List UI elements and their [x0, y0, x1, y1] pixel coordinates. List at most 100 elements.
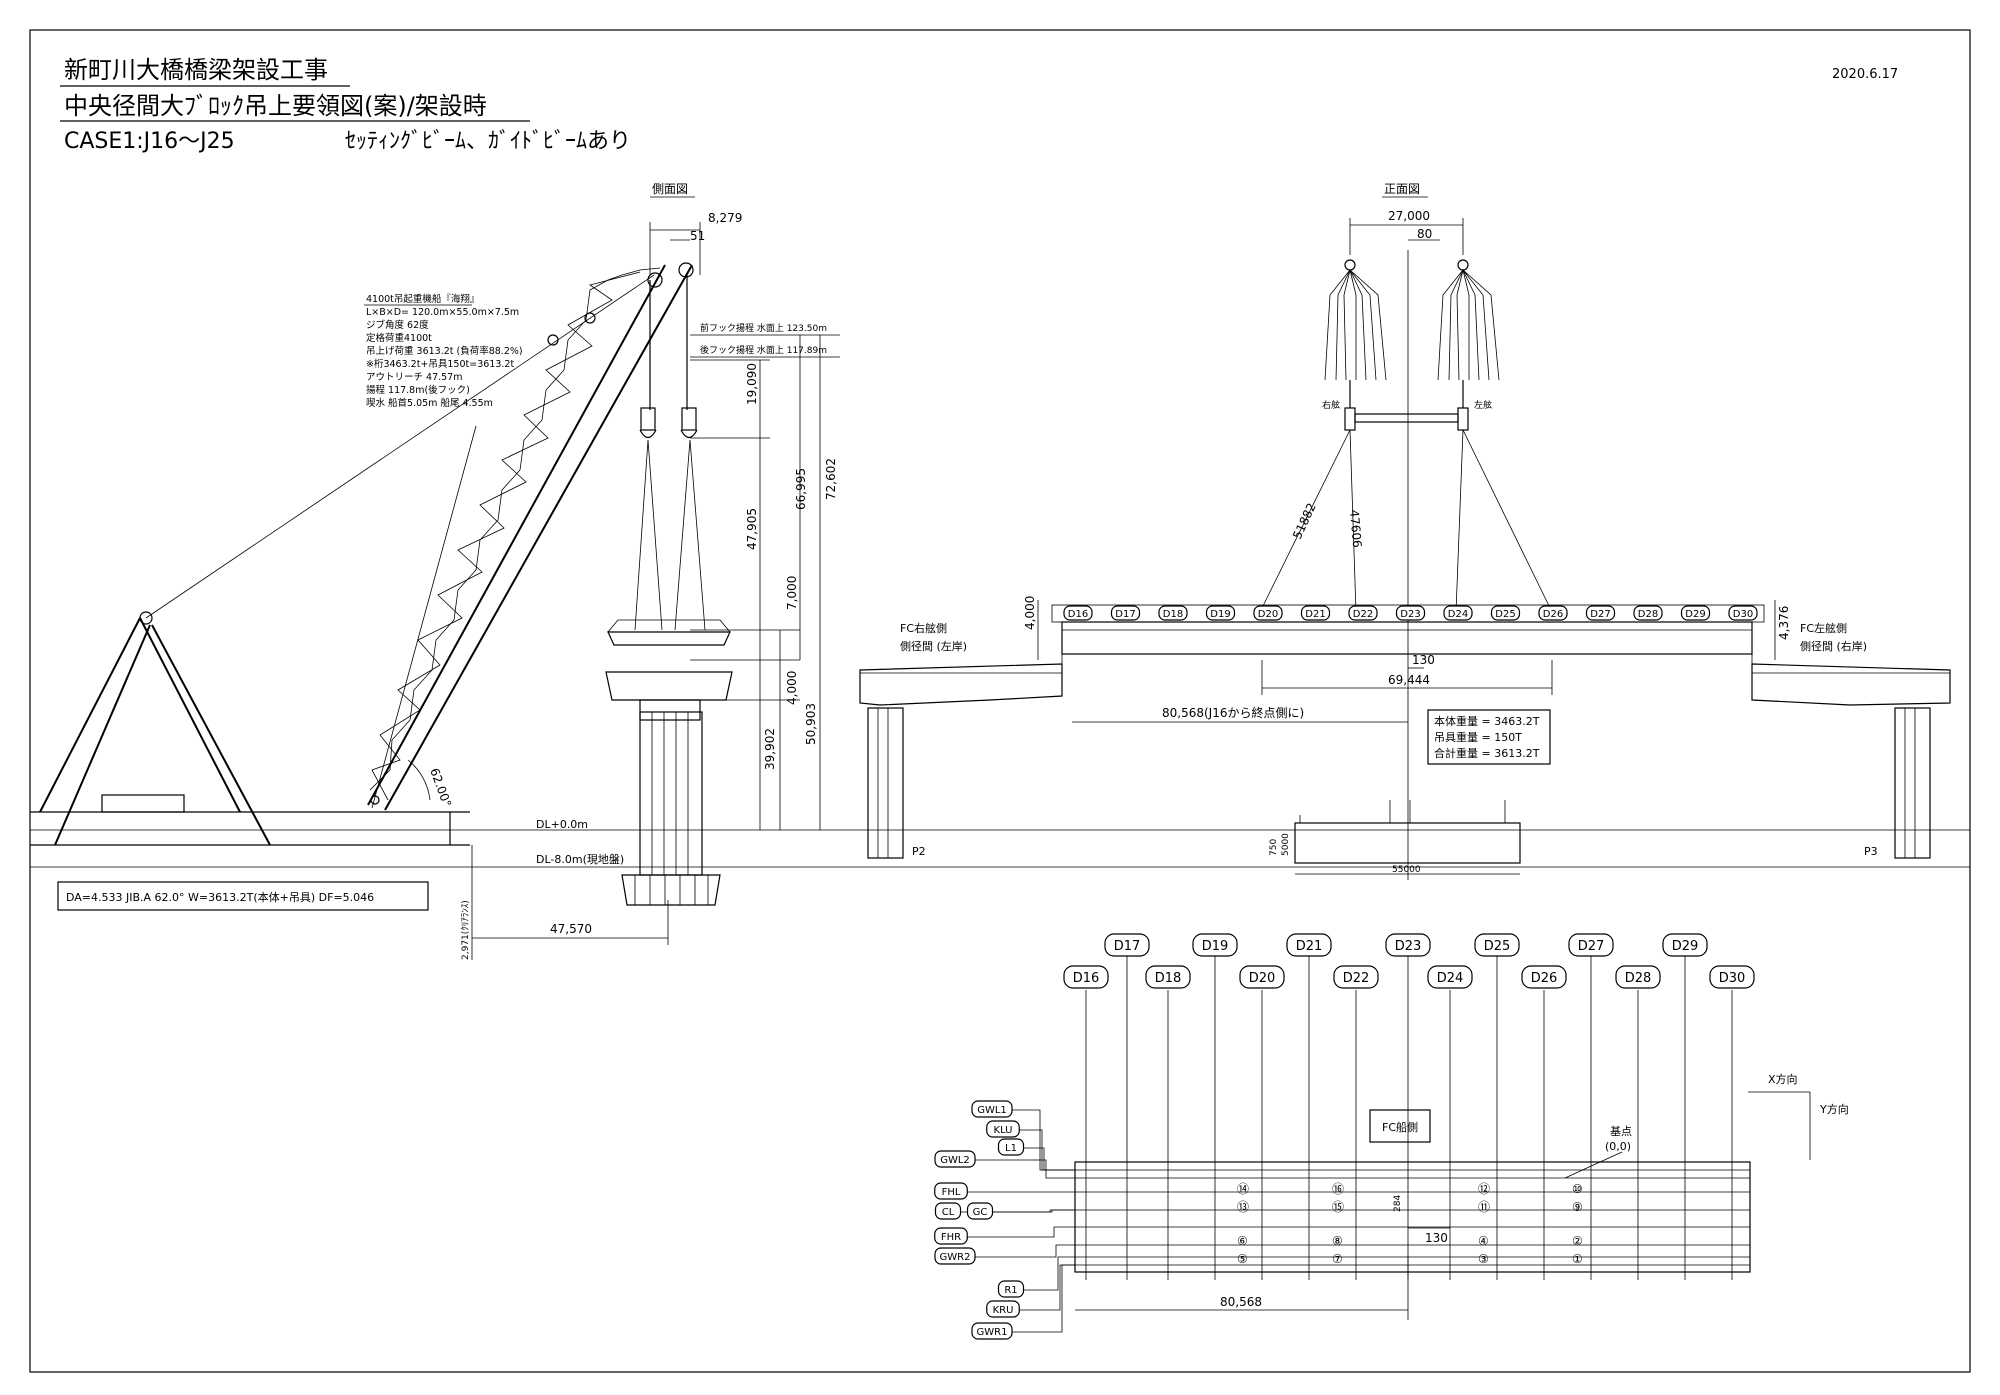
lift-point-numbers: ⑭ ⑯ ⑫ ⑩ ⑬ ⑮ ⑪ ⑨ ⑥ ⑧ ④ ② ⑤ ⑦ ③ ①: [1237, 1182, 1583, 1266]
plan-line-tag-label: KLU: [994, 1125, 1013, 1136]
lift-point: ⑤: [1237, 1252, 1248, 1266]
spec-line: 4100t吊起重機船『海翔』: [366, 293, 479, 305]
dim-7000: 7,000: [785, 576, 799, 610]
left-side-span: [859, 663, 1063, 706]
spec-line: 喫水 船首5.05m 船尾 4.55m: [366, 397, 493, 409]
dim-barge-1: 750: [1269, 839, 1279, 856]
front-girder-tag: [1348, 605, 1378, 621]
plan-girder-tag-label: D19: [1202, 939, 1229, 954]
base-point-label: 基点: [1610, 1125, 1632, 1138]
lift-point: ⑩: [1572, 1182, 1583, 1196]
hook-label-port: 左舷: [1474, 399, 1492, 411]
spec-line: 定格荷重4100t: [366, 332, 432, 344]
plan-line-tag: [966, 1202, 994, 1220]
plan-line-tag: [986, 1120, 1020, 1138]
front-girder-tag-label: D27: [1590, 609, 1610, 620]
dim-130: 130: [1425, 1231, 1448, 1245]
plan-girder-tag-label: D27: [1578, 939, 1605, 954]
front-girder-tag: [1253, 605, 1283, 621]
plan-line-tag-label: GWR2: [940, 1252, 971, 1263]
plan-line-tag-label: L1: [1005, 1143, 1017, 1154]
front-girder-tag-label: D28: [1638, 609, 1658, 620]
lift-point: ③: [1478, 1252, 1489, 1266]
drawing-border: [29, 29, 1971, 1373]
front-girder-tag: [1205, 605, 1236, 621]
front-girder-tag-label: D21: [1305, 609, 1325, 620]
pier-column: [639, 711, 703, 876]
left-hook-bundle: [1324, 259, 1387, 408]
front-girder-tag: [1633, 605, 1663, 621]
front-girder-tag: [1680, 605, 1711, 621]
ground-level-label: DL-8.0m(現地盤): [536, 853, 624, 866]
fc-label-box: [1369, 1109, 1431, 1143]
plan-line-leader: [967, 1226, 1075, 1238]
plan-line-tag: [934, 1202, 962, 1220]
plan-girder-tag: [1192, 933, 1238, 957]
front-girder-tag-label: D29: [1685, 609, 1705, 620]
plan-line-tag: [934, 1182, 968, 1200]
plan-line-tag: [934, 1150, 976, 1168]
dim-front-height-left: 4,000: [1023, 596, 1037, 630]
spec-line: ジブ角度 62度: [366, 319, 429, 331]
leader-line: [371, 425, 477, 809]
dim-sling-2: 47606: [1347, 509, 1364, 548]
dim-front-offset-130: 130: [1412, 653, 1435, 667]
lift-point: ⑧: [1332, 1234, 1343, 1248]
plan-line-tag: [971, 1322, 1013, 1340]
plan-girder-tag-label: D24: [1437, 971, 1464, 986]
lift-point: ⑬: [1237, 1200, 1249, 1214]
main-girder: [1061, 621, 1753, 655]
plan-girder-tag: [1521, 965, 1567, 989]
lift-point: ⑯: [1332, 1182, 1344, 1196]
title-block: 新町川大橋橋梁架設工事 中央径間大ﾌﾞﾛｯｸ吊上要領図(案)/架設時 CASE1…: [60, 56, 1898, 154]
front-girder-tag-label: D16: [1068, 609, 1088, 620]
plan-deck: [1074, 1161, 1751, 1273]
boom-angle: 62.00°: [427, 766, 454, 809]
base-point-coord: (0,0): [1605, 1140, 1631, 1153]
dim-top-small: 51: [690, 229, 705, 243]
dim-19090: 19,090: [745, 363, 759, 405]
plan-girder-tag: [1385, 933, 1431, 957]
dim-span: 69,444: [1388, 673, 1430, 687]
front-girder-tag-label: D24: [1448, 609, 1468, 620]
plan-line-tag-label: GWR1: [977, 1327, 1008, 1338]
dim-4000: 4,000: [785, 671, 799, 705]
spec-line: 吊上げ荷重 3613.2t (負荷率88.2%): [366, 345, 523, 357]
spec-line: 揚程 117.8m(後フック): [366, 384, 470, 396]
right-side-subtitle: 側径間 (右岸): [1800, 639, 1867, 653]
dim-284: 284: [1393, 1195, 1403, 1212]
front-girder-tag-label: D25: [1495, 609, 1515, 620]
plan-girder-tag-label: D16: [1073, 971, 1100, 986]
lift-point: ⑫: [1478, 1182, 1490, 1196]
plan-line-tag-label: R1: [1004, 1285, 1017, 1296]
rear-hook-height: 後フック揚程 水面上 117.89m: [700, 344, 827, 356]
a-frame: [39, 274, 655, 846]
plan-girder-tag: [1615, 965, 1661, 989]
lift-point: ⑭: [1237, 1182, 1249, 1196]
plan-line-leader: [975, 1159, 1075, 1179]
plan-girder-tag: [1662, 933, 1708, 957]
plan-line-tag-label: KRU: [993, 1305, 1014, 1316]
plan-line-tag-label: GWL1: [977, 1105, 1007, 1116]
pier-footing: [621, 874, 721, 906]
plan-girder-tag: [1333, 965, 1379, 989]
plan-girder-tag: [1568, 933, 1614, 957]
axis-x-label: X方向: [1768, 1072, 1798, 1086]
front-girder-tag-label: D22: [1353, 609, 1373, 620]
left-side-title: FC右舷側: [900, 621, 947, 635]
spec-line: ※桁3463.2t+吊具150t=3613.2t: [366, 358, 514, 370]
crane-deck-house: [101, 794, 185, 813]
plan-girder-tag-label: D30: [1719, 971, 1746, 986]
plan-girder-tag: [1104, 933, 1150, 957]
front-girder-tag: [1490, 605, 1521, 621]
pier-label-p2: P2: [912, 845, 926, 858]
plan-girder-tag: [1063, 965, 1109, 989]
info-box: [57, 881, 429, 911]
plan-girder-tag: [1145, 965, 1191, 989]
dim-front-height-right: 4,376: [1777, 606, 1791, 640]
dim-barge-2: 5000: [1281, 833, 1291, 856]
plan-line-leader: [1023, 1256, 1075, 1291]
front-girder-tag: [1110, 605, 1141, 621]
weight-body: 本体重量 = 3463.2T: [1434, 714, 1540, 728]
